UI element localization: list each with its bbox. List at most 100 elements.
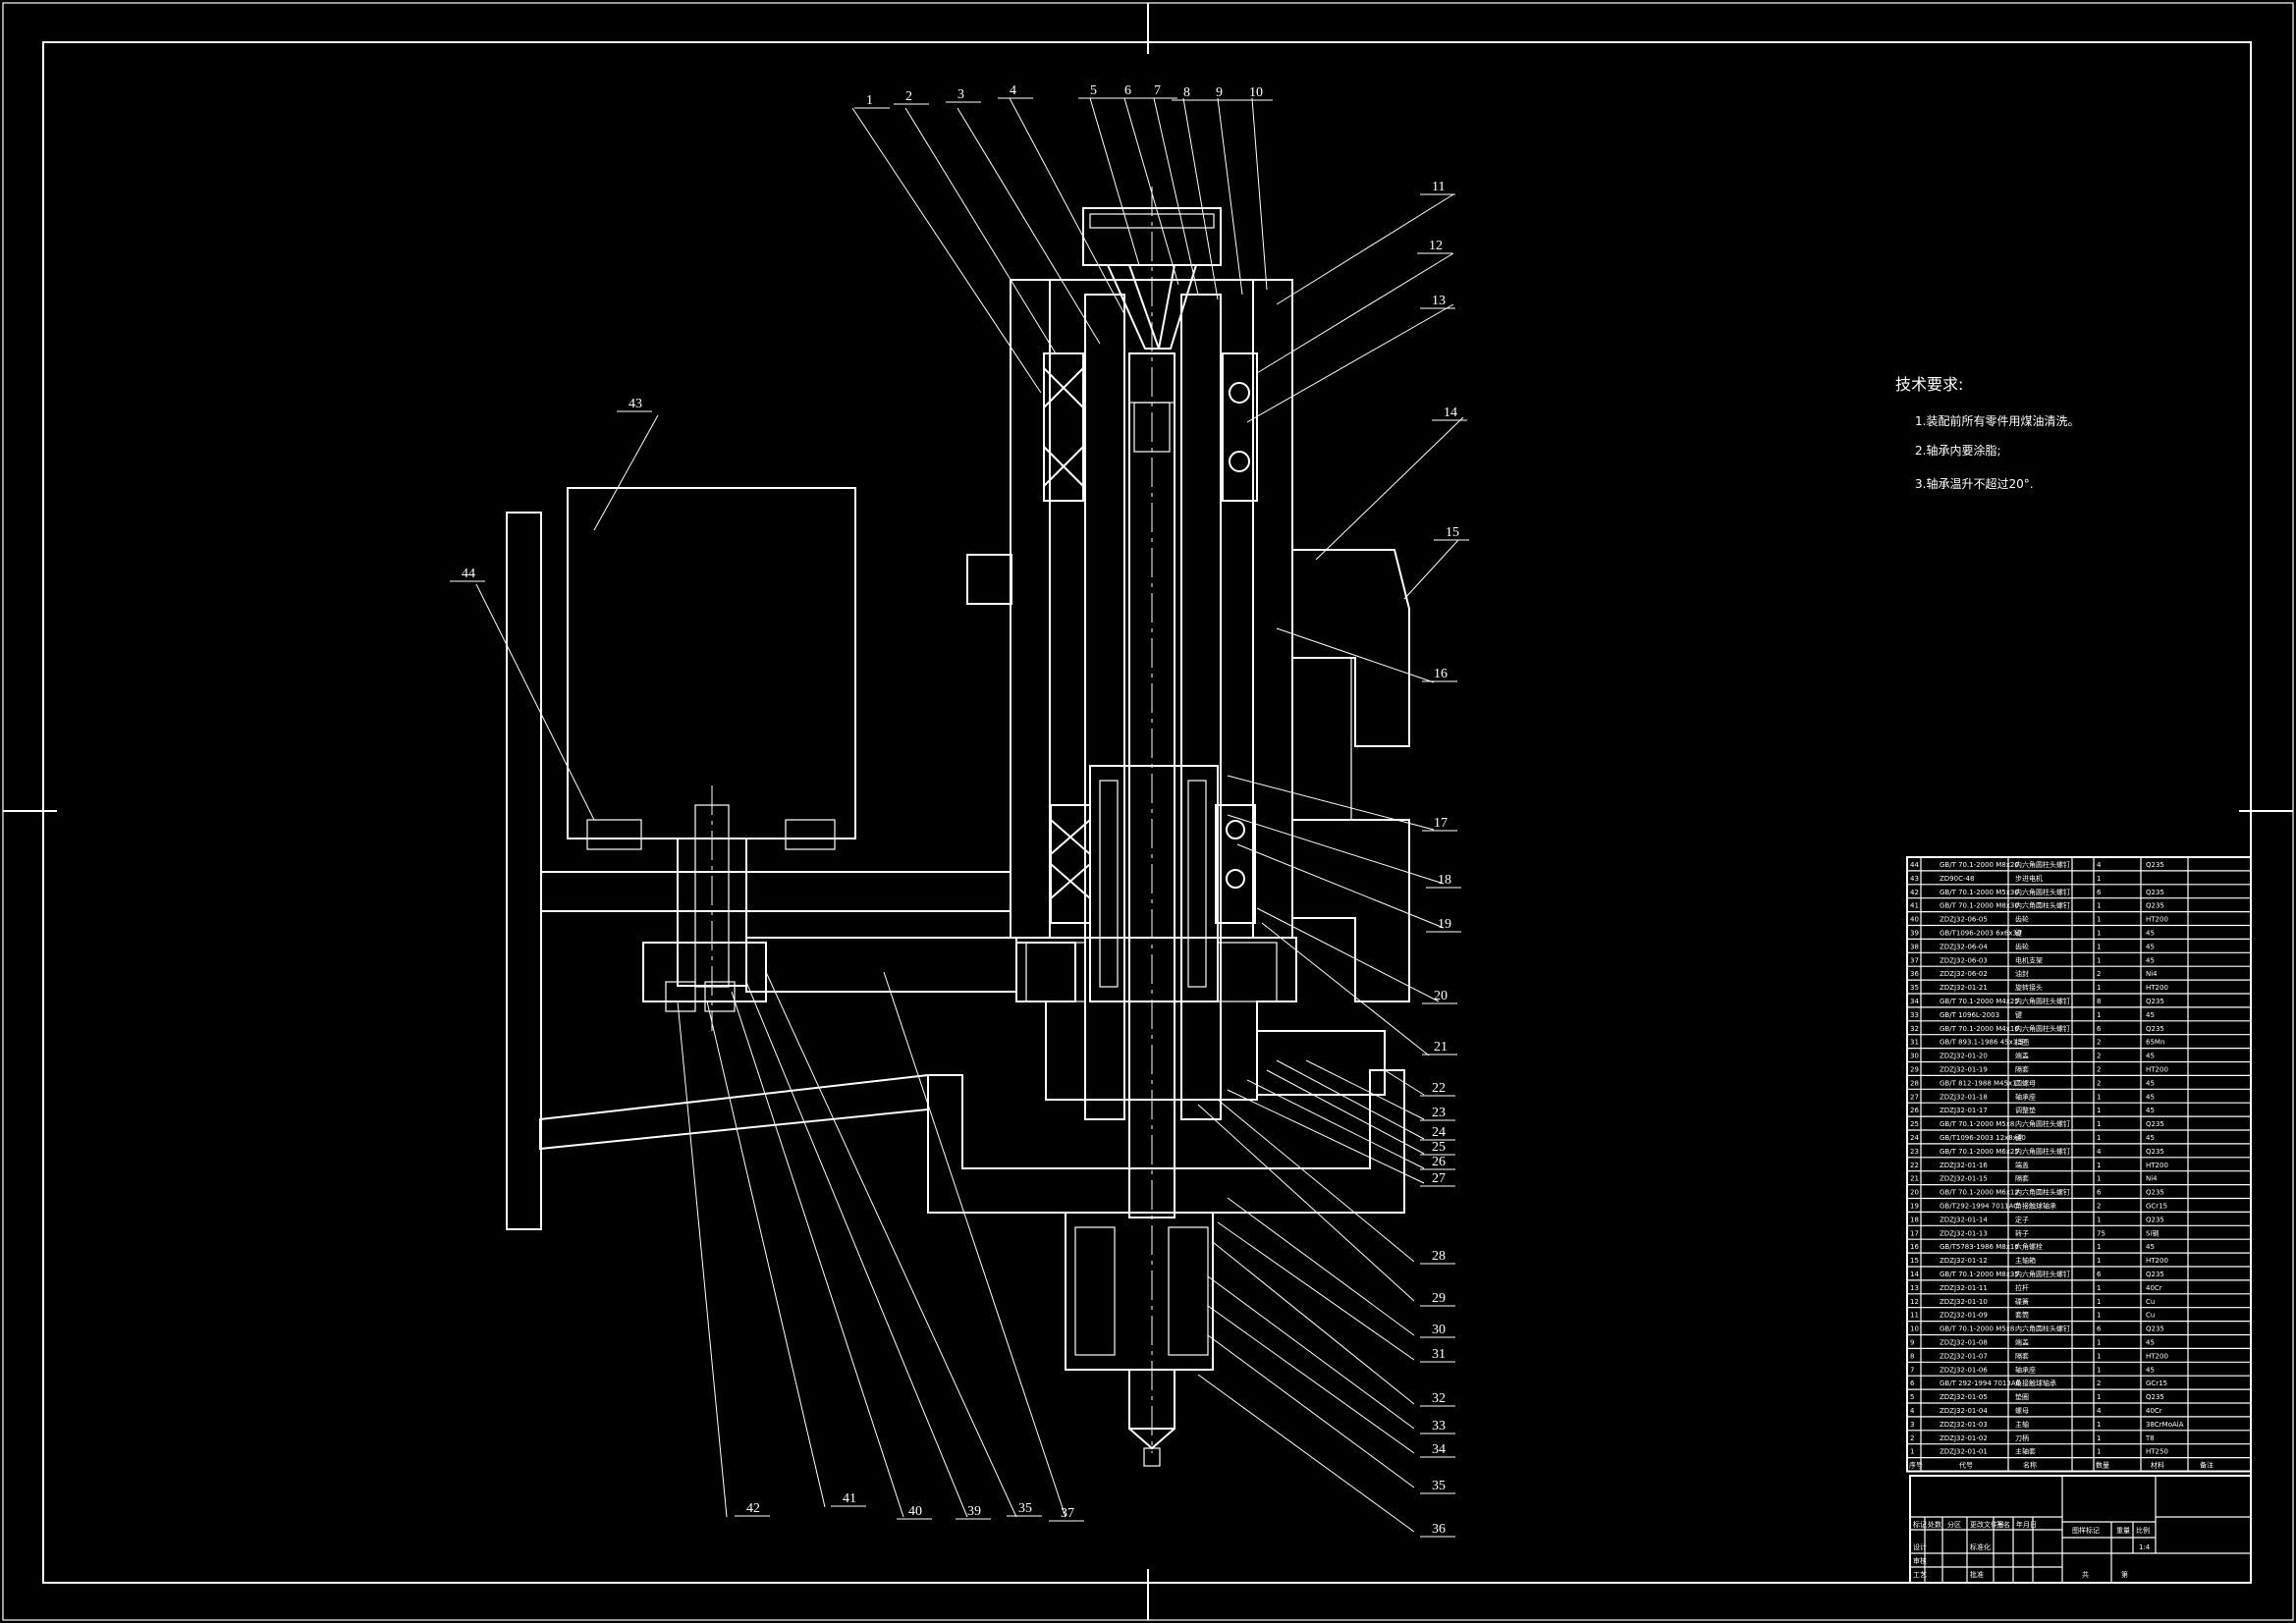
bom-cell: 45: [2146, 1011, 2155, 1019]
bom-cell: 15: [1910, 1257, 1919, 1265]
bom-header-cell: 代号: [1959, 1461, 1973, 1470]
bom-cell: 1: [2097, 1162, 2101, 1169]
part-number-label: 20: [1434, 989, 1448, 1003]
bom-cell: ZDZJ32-01-12: [1940, 1257, 1988, 1265]
part-number-label: 13: [1432, 294, 1446, 308]
bom-cell: 32: [1910, 1025, 1919, 1033]
bom-cell: 内六角圆柱头螺钉: [2015, 1147, 2070, 1156]
bom-cell: GB/T 893.1-1986 45x1.5: [1940, 1039, 2024, 1047]
bom-cell: 42: [1910, 889, 1919, 896]
bom-cell: 28: [1910, 1079, 1919, 1087]
bom-cell: 1: [2097, 1093, 2101, 1101]
bom-cell: 1: [2097, 943, 2101, 950]
bom-cell: GB/T 70.1-2000 M8x35: [1940, 1271, 2019, 1278]
bom-cell: 1: [2097, 1421, 2101, 1429]
part-number-label: 36: [1432, 1522, 1446, 1537]
tb-label: 处数: [1928, 1520, 1941, 1529]
bom-cell: 20: [1910, 1189, 1919, 1197]
bom-cell: 内六角圆柱头螺钉: [2015, 1270, 2070, 1278]
bom-cell: 6: [2097, 1189, 2102, 1197]
bom-cell: 45: [2146, 1243, 2155, 1251]
bom-cell: 19: [1910, 1203, 1919, 1211]
bottom-end-cap: [1015, 937, 1297, 1101]
bom-cell: Q235: [2146, 1120, 2164, 1128]
bom-cell: Q235: [2146, 1393, 2164, 1401]
bom-cell: ZDZJ32-01-18: [1940, 1093, 1988, 1101]
bom-cell: 10: [1910, 1325, 1919, 1333]
bom-cell: 16: [1910, 1243, 1919, 1251]
part-number-label: 6: [1124, 83, 1131, 98]
bom-cell: GB/T5783-1986 M8x16: [1940, 1243, 2019, 1251]
bom-header-cell: 数量: [2096, 1461, 2109, 1470]
bom-cell: ZDZJ32-01-09: [1940, 1312, 1988, 1320]
bom-cell: ZDZJ32-01-03: [1940, 1421, 1988, 1429]
bom-cell: Ni4: [2146, 1175, 2158, 1183]
part-number-label: 43: [629, 397, 642, 411]
bom-cell: 37: [1910, 956, 1919, 964]
tb-label: 批准: [1970, 1570, 1984, 1579]
bom-cell: 1: [2097, 1134, 2101, 1142]
bom-cell: 18: [1910, 1216, 1919, 1223]
bom-cell: 41: [1910, 902, 1919, 910]
part-number-label: 4: [1010, 83, 1016, 98]
bom-cell: HT200: [2146, 1162, 2168, 1169]
bom-cell: 45: [2146, 1079, 2155, 1087]
bom-cell: 36: [1910, 970, 1919, 978]
bom-cell: 2: [2097, 1053, 2101, 1060]
bom-cell: 刀柄: [2015, 1434, 2029, 1442]
bom-cell: 键: [2015, 929, 2022, 938]
spindle-shaft-right: [1180, 294, 1222, 1120]
bom-cell: GCr15: [2146, 1380, 2167, 1387]
part-number-label: 2: [905, 89, 912, 104]
bom-cell: GB/T 70.1-2000 M4x16: [1940, 1025, 2019, 1033]
bom-cell: 1: [2097, 1366, 2101, 1374]
bom-cell: GB/T 70.1-2000 M6x12: [1940, 1189, 2019, 1197]
bom-cell: 6: [2097, 1025, 2102, 1033]
part-number-label: 42: [746, 1501, 760, 1516]
bom-cell: 1: [2097, 1216, 2101, 1223]
part-number-label: 11: [1432, 180, 1445, 194]
bom-cell: 1: [2097, 902, 2101, 910]
lower-bearings: [1050, 804, 1256, 924]
bom-cell: ZDZJ32-01-08: [1940, 1339, 1988, 1347]
bom-cell: 1: [2097, 1393, 2101, 1401]
part-number-label: 30: [1432, 1323, 1446, 1337]
bom-cell: ZDZJ32-01-06: [1940, 1366, 1988, 1374]
bom-cell: T8: [2145, 1434, 2155, 1442]
bom-cell: 垫圈: [2015, 1392, 2029, 1401]
part-number-label: 44: [462, 567, 475, 581]
bom-cell: 内六角圆柱头螺钉: [2015, 1325, 2070, 1333]
bom-cell: Q235: [2146, 1189, 2164, 1197]
spindle-shaft-left: [1084, 294, 1125, 1120]
tb-label: 标准化: [1970, 1542, 1991, 1551]
tb-label: 标记: [1913, 1520, 1927, 1529]
bom-cell: 电机支架: [2015, 955, 2043, 964]
tech-req-item: 3.轴承温升不超过20°.: [1915, 476, 2034, 491]
bom-cell: ZDZJ32-01-14: [1940, 1216, 1988, 1223]
bom-cell: 键: [2015, 1133, 2022, 1142]
bom-cell: GB/T 70.1-2000 M4x25: [1940, 998, 2019, 1005]
bom-cell: GB/T1096-2003 6x6x30: [1940, 930, 2021, 938]
bom-cell: GB/T 70.1-2000 M5x8: [1940, 1120, 2014, 1128]
bom-cell: 27: [1910, 1093, 1919, 1101]
part-number-label: 33: [1432, 1419, 1446, 1434]
bom-cell: GB/T 70.1-2000 M8x30: [1940, 902, 2019, 910]
bom-cell: 旋转接头: [2015, 983, 2043, 992]
spindle-assembly: [506, 187, 1410, 1467]
bom-cell: 齿轮: [2015, 915, 2029, 924]
part-number-label: 14: [1444, 406, 1457, 420]
bom-cell: 六角螺栓: [2015, 1242, 2043, 1251]
bom-cell: 1: [2097, 1175, 2101, 1183]
bom-cell: HT250: [2146, 1448, 2168, 1456]
bom-cell: GB/T 70.1-2000 M5x30: [1940, 889, 2019, 896]
bom-cell: 44: [1910, 861, 1919, 869]
bom-cell: 23: [1910, 1148, 1919, 1156]
bom-cell: Ni4: [2146, 970, 2158, 978]
bom-cell: 角接触球轴承: [2015, 1379, 2056, 1387]
bom-cell: Q235: [2146, 1025, 2164, 1033]
part-number-label: 37: [1061, 1506, 1074, 1521]
part-number-label: 41: [843, 1491, 856, 1506]
bom-cell: ZDZJ32-01-04: [1940, 1407, 1988, 1415]
